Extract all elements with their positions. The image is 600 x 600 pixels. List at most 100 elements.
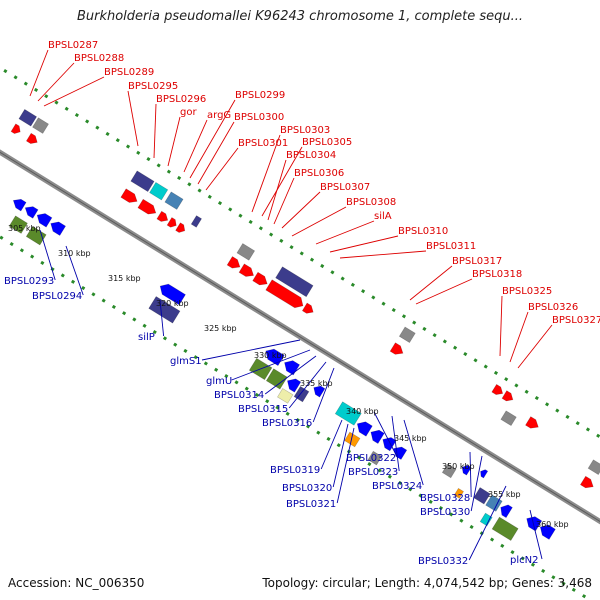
leader-line-forward (499, 295, 503, 357)
gene-feature-forward-cds[interactable] (501, 390, 514, 402)
gene-feature-forward-cds[interactable] (226, 256, 241, 269)
inner-dotted-track (0, 235, 591, 600)
gene-feature-rna-gene[interactable] (130, 170, 155, 193)
gene-feature-gene-pale[interactable] (277, 388, 294, 404)
gene-feature-gene-orange[interactable] (344, 431, 361, 448)
gene-feature-gene-green[interactable] (8, 215, 28, 234)
leader-line-forward (261, 146, 303, 217)
gene-feature-reverse-cds[interactable] (12, 198, 27, 212)
gene-feature-rna-gene[interactable] (190, 215, 202, 228)
leader-line-reverse (231, 349, 311, 381)
gene-feature-reverse-cds[interactable] (36, 213, 53, 228)
gene-feature-reverse-cds[interactable] (370, 429, 385, 444)
gene-feature-gene-cyan[interactable] (334, 401, 362, 426)
gene-feature-reverse-cds[interactable] (382, 437, 397, 452)
gene-feature-reverse-cds[interactable] (461, 465, 472, 476)
gene-feature-rna-gene[interactable] (275, 266, 314, 298)
gene-feature-gene-green[interactable] (25, 225, 47, 246)
gene-feature-forward-cds[interactable] (301, 302, 314, 314)
gene-feature-forward-cds[interactable] (10, 123, 21, 134)
leader-line-forward (315, 220, 375, 245)
gene-feature-forward-cds[interactable] (137, 198, 157, 215)
gene-label-forward: BPSL0317 (452, 256, 502, 267)
gene-feature-reverse-cds[interactable] (159, 283, 186, 306)
leader-line-forward (267, 159, 287, 221)
leader-line-forward (37, 62, 75, 102)
gene-label-forward: BPSL0296 (156, 94, 206, 105)
gene-feature-pseudo-gene[interactable] (236, 243, 256, 261)
leader-line-forward (29, 49, 49, 97)
gene-label-reverse: BPSL0323 (348, 467, 398, 478)
gene-feature-rna-gene[interactable] (18, 108, 38, 127)
gene-features (8, 108, 600, 541)
gene-feature-reverse-cds[interactable] (313, 385, 326, 398)
gene-labels: BPSL0287BPSL0288BPSL0289BPSL0295BPSL0296… (4, 40, 600, 567)
leader-line-reverse (470, 455, 483, 512)
gene-feature-pseudo-gene[interactable] (441, 463, 457, 479)
gene-feature-forward-cds[interactable] (166, 217, 177, 228)
leader-line-reverse (320, 419, 343, 470)
leader-line-forward (167, 116, 181, 167)
gene-label-forward: gor (180, 107, 197, 118)
leader-line-forward (291, 206, 347, 237)
gene-feature-gene-cyan[interactable] (149, 182, 169, 201)
gene-feature-forward-cds[interactable] (491, 383, 504, 395)
gene-feature-rna-gene[interactable] (148, 296, 181, 324)
gene-feature-reverse-cds[interactable] (284, 360, 301, 376)
gene-feature-reverse-cds[interactable] (356, 421, 373, 437)
gene-feature-reverse-cds[interactable] (539, 524, 556, 540)
gene-feature-forward-cds[interactable] (156, 210, 169, 222)
gene-feature-forward-cds[interactable] (120, 188, 138, 203)
gene-feature-rna-gene[interactable] (473, 487, 491, 505)
gene-label-reverse: silP (138, 332, 155, 343)
kbp-tick-label: 355 kbp (488, 490, 521, 499)
gene-feature-pseudo-gene[interactable] (367, 450, 383, 466)
gene-label-reverse: BPSL0324 (372, 481, 422, 492)
gene-feature-pseudo-gene[interactable] (32, 117, 49, 134)
gene-feature-pseudo-gene[interactable] (398, 326, 416, 344)
gene-label-reverse: BPSL0316 (262, 418, 312, 429)
gene-feature-gene-orange[interactable] (453, 487, 464, 499)
gene-feature-gene-steelblue[interactable] (485, 494, 503, 512)
gene-feature-forward-cds[interactable] (25, 132, 38, 144)
leader-line-reverse (65, 245, 84, 296)
gene-label-reverse: BPSL0294 (32, 291, 82, 302)
kbp-tick-label: 310 kbp (58, 249, 91, 258)
gene-label-forward: BPSL0311 (426, 241, 476, 252)
leader-line-reverse (403, 419, 424, 486)
gene-feature-reverse-cds[interactable] (287, 378, 302, 393)
kbp-tick-label: 320 kbp (156, 299, 189, 308)
gene-feature-reverse-cds[interactable] (526, 516, 543, 532)
gene-label-reverse: BPSL0293 (4, 276, 54, 287)
gene-feature-gene-green[interactable] (491, 516, 519, 541)
gene-feature-gene-steelblue[interactable] (164, 191, 184, 210)
gene-feature-reverse-cds[interactable] (50, 221, 66, 236)
gene-label-reverse: BPSL0328 (420, 493, 470, 504)
gene-label-reverse: BPSL0315 (238, 404, 288, 415)
gene-feature-forward-cds[interactable] (238, 263, 254, 277)
gene-feature-reverse-cds[interactable] (480, 469, 489, 479)
gene-feature-forward-cds[interactable] (265, 279, 304, 309)
gene-label-reverse: BPSL0319 (270, 465, 320, 476)
accession-text: Accession: NC_006350 (8, 576, 145, 590)
gene-feature-reverse-cds[interactable] (500, 504, 513, 519)
gene-feature-gene-green[interactable] (265, 368, 288, 390)
gene-feature-forward-cds[interactable] (175, 222, 186, 233)
leader-line-forward (329, 235, 399, 253)
gene-feature-forward-cds[interactable] (252, 271, 268, 286)
gene-feature-forward-cds[interactable] (525, 416, 539, 429)
outer-dotted-track (0, 66, 600, 439)
gene-label-forward: BPSL0289 (104, 67, 154, 78)
leader-line-forward (409, 265, 453, 301)
gene-feature-forward-cds[interactable] (389, 342, 404, 355)
gene-feature-gene-cyan[interactable] (479, 512, 493, 527)
gene-label-forward: BPSL0287 (48, 40, 98, 51)
gene-feature-pseudo-gene[interactable] (587, 459, 600, 476)
gene-label-reverse: glmS1 (170, 356, 202, 367)
gene-feature-forward-cds[interactable] (579, 475, 594, 489)
gene-label-forward: BPSL0310 (398, 226, 448, 237)
gene-feature-pseudo-gene[interactable] (500, 410, 517, 427)
leader-line-reverse (468, 485, 507, 561)
gene-feature-rna-gene[interactable] (293, 386, 310, 403)
gene-feature-reverse-cds[interactable] (24, 206, 39, 219)
